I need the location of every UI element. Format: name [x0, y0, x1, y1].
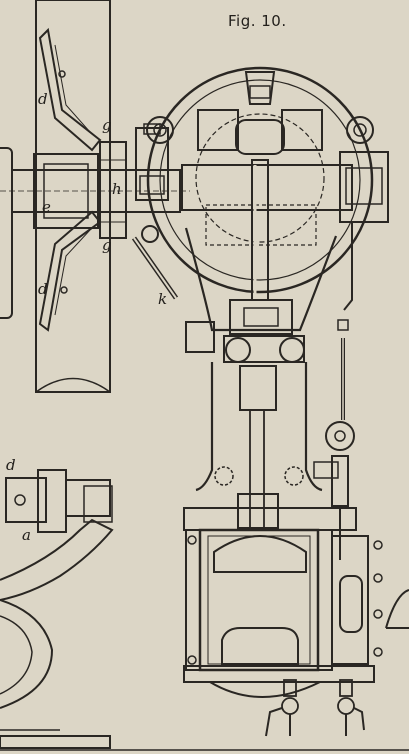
crosshead	[184, 227, 338, 363]
lower-left-frame	[0, 469, 114, 749]
figure-title: Fig. 10.	[228, 12, 287, 30]
drain-cocks	[265, 679, 365, 737]
right-bearing	[339, 151, 389, 311]
label-a: a	[22, 526, 31, 544]
cylinder	[183, 507, 383, 698]
label-e: e	[42, 198, 51, 216]
guide-housing	[195, 362, 323, 531]
label-h: h	[112, 180, 122, 198]
crankshaft	[0, 141, 190, 239]
label-d-lower: d	[6, 456, 16, 474]
right-edge-object	[385, 589, 409, 629]
label-k: k	[158, 290, 168, 308]
label-d-top: d	[38, 90, 48, 108]
valve-rod	[313, 319, 355, 560]
label-g-top: g	[102, 116, 112, 134]
left-housing	[0, 147, 13, 319]
connecting-rod	[251, 159, 269, 301]
label-d-mid: d	[38, 280, 48, 298]
lever-k	[131, 225, 179, 300]
label-g-bottom: g	[102, 236, 112, 254]
